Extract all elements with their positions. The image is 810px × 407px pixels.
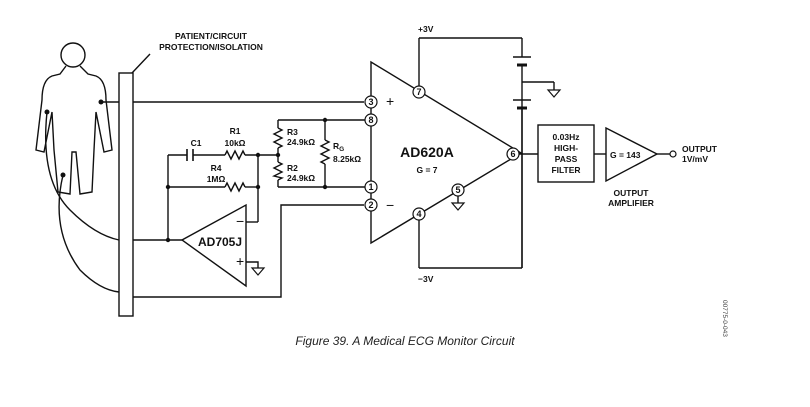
inamp-pin-3: 3 — [364, 95, 378, 109]
patient-figure — [35, 42, 113, 195]
ad620a-inamp — [370, 60, 523, 245]
r4-value: 1MΩ — [207, 174, 226, 184]
ground-icon — [450, 202, 466, 211]
protection-label-1: PATIENT/CIRCUIT — [175, 31, 248, 41]
svg-text:7: 7 — [416, 87, 421, 97]
ad705j-opamp — [180, 203, 247, 288]
filter-line-4: FILTER — [551, 165, 580, 175]
isolation-pointer — [131, 53, 151, 74]
junction-dot — [165, 184, 171, 190]
junction-dot — [322, 184, 328, 190]
opamp-plus: + — [236, 253, 244, 269]
inamp-pin-6: 6 — [506, 147, 520, 161]
resistor-r4 — [224, 181, 246, 193]
inamp-pin-1: 1 — [364, 180, 378, 194]
junction-dot — [255, 184, 261, 190]
isolation-barrier — [118, 72, 134, 317]
opamp-name: AD705J — [198, 235, 242, 249]
svg-text:1: 1 — [368, 182, 373, 192]
svg-text:6: 6 — [510, 149, 515, 159]
r4-name: R4 — [211, 163, 222, 173]
amp-label-2: AMPLIFIER — [608, 198, 654, 208]
c1-name: C1 — [191, 138, 202, 148]
highpass-filter-block — [537, 124, 595, 183]
inamp-pin-7: 7 — [412, 85, 426, 99]
inamp-name: AD620A — [400, 144, 454, 160]
filter-line-2: HIGH- — [554, 143, 578, 153]
resistor-r1 — [224, 149, 246, 161]
filter-line-1: 0.03Hz — [553, 132, 580, 142]
amp-label-1: OUTPUT — [614, 188, 650, 198]
ground-icon — [546, 89, 562, 98]
feedback-network — [167, 154, 278, 240]
ground-icon — [250, 267, 266, 276]
inamp-gain: G = 7 — [416, 165, 437, 175]
r2-value: 24.9kΩ — [287, 173, 315, 183]
svg-text:2: 2 — [368, 200, 373, 210]
opamp-minus: − — [236, 213, 244, 229]
amp-gain: G = 143 — [610, 150, 641, 160]
junction-dot — [322, 117, 328, 123]
inamp-pin-2: 2 — [364, 198, 378, 212]
svg-text:5: 5 — [455, 185, 460, 195]
r1-value: 10kΩ — [225, 138, 246, 148]
opamp-ref-wire — [246, 261, 259, 268]
r2-name: R2 — [287, 163, 298, 173]
supply-positive: +3V — [418, 24, 434, 34]
svg-text:4: 4 — [416, 209, 421, 219]
r3-name: R3 — [287, 127, 298, 137]
protection-label-2: PROTECTION/ISOLATION — [159, 42, 263, 52]
resistor-r3 — [272, 127, 284, 149]
junction-dot — [255, 152, 261, 158]
output-terminal — [669, 150, 677, 158]
resistor-r2 — [271, 161, 285, 181]
output-scale: 1V/mV — [682, 154, 708, 164]
battery-stack — [513, 56, 531, 268]
rg-name: RG — [333, 141, 344, 153]
inamp-pin-4: 4 — [412, 207, 426, 221]
output-amplifier — [605, 126, 659, 183]
patient-leads — [44, 101, 120, 293]
svg-text:3: 3 — [368, 97, 373, 107]
output-label: OUTPUT — [682, 144, 718, 154]
svg-text:8: 8 — [368, 115, 373, 125]
battery-ground — [522, 81, 555, 90]
resistor-rg — [319, 139, 331, 165]
inamp-plus: + — [386, 93, 394, 109]
inamp-pin-8: 8 — [364, 113, 378, 127]
r3-value: 24.9kΩ — [287, 137, 315, 147]
inamp-pin-5: 5 — [451, 183, 465, 197]
inamp-minus: − — [386, 197, 394, 213]
junction-dot — [275, 152, 281, 158]
supply-negative: −3V — [418, 274, 434, 284]
rg-value: 8.25kΩ — [333, 154, 361, 164]
figure-caption: Figure 39. A Medical ECG Monitor Circuit — [295, 334, 515, 348]
r1-name: R1 — [230, 126, 241, 136]
junction-dot — [165, 237, 171, 243]
signal-wires — [133, 101, 364, 298]
filter-line-3: PASS — [555, 154, 578, 164]
